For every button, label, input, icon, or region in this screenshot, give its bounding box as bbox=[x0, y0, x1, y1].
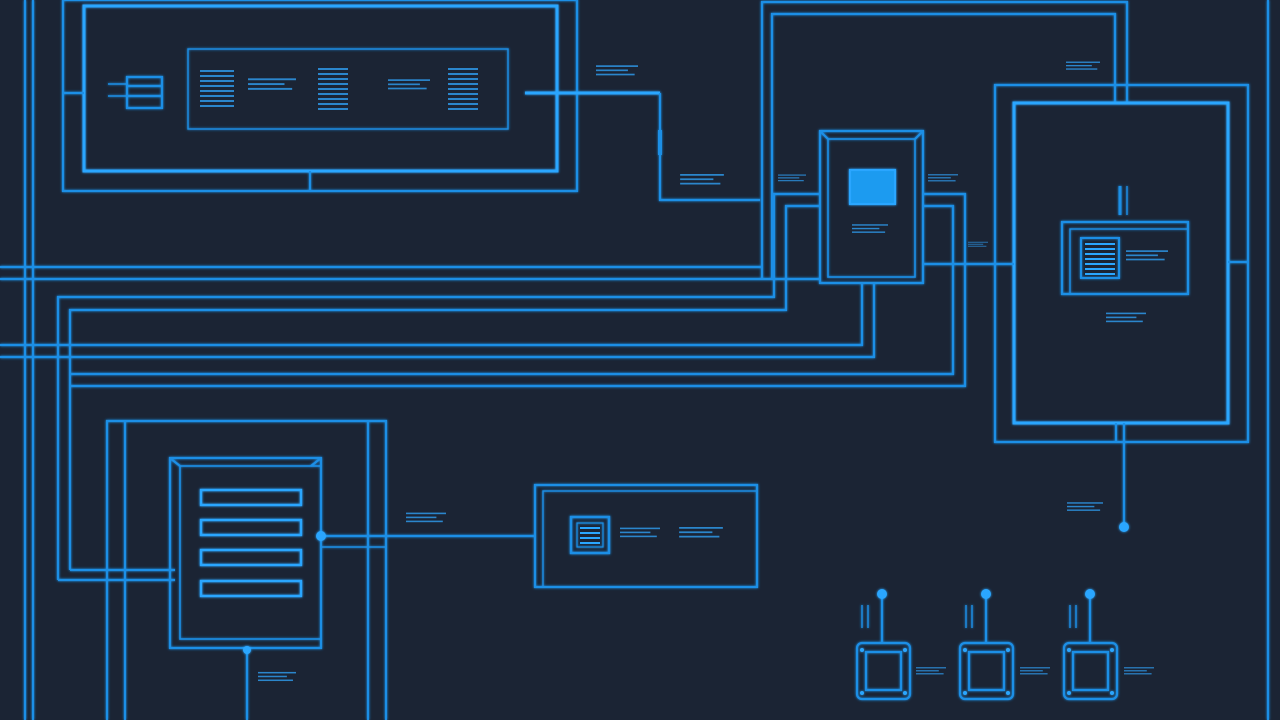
text-stub bbox=[258, 671, 296, 682]
top-left-board-small-chip bbox=[108, 75, 164, 110]
rack-slots bbox=[199, 488, 303, 598]
list-icon bbox=[200, 70, 234, 107]
text-stub bbox=[1066, 61, 1100, 70]
right-board bbox=[993, 83, 1250, 444]
top-left-board bbox=[61, 0, 579, 193]
list-icon bbox=[1085, 243, 1115, 275]
node-1 bbox=[855, 594, 912, 701]
node-2 bbox=[958, 594, 1015, 701]
text-stub bbox=[928, 174, 958, 182]
text-stub bbox=[620, 527, 660, 538]
text-stub bbox=[1067, 502, 1103, 511]
text-stub bbox=[916, 667, 946, 675]
text-stub bbox=[778, 174, 806, 182]
bus-lines bbox=[0, 192, 1014, 582]
text-stub bbox=[248, 78, 296, 90]
bottom-center-module bbox=[533, 483, 759, 589]
text-stub bbox=[1106, 312, 1146, 323]
list-icon bbox=[580, 527, 600, 544]
text-stub bbox=[1126, 250, 1168, 261]
text-stub bbox=[968, 241, 988, 247]
node-3 bbox=[1062, 594, 1119, 701]
text-stub bbox=[679, 527, 723, 538]
junction-dots bbox=[243, 522, 1129, 695]
text-stub bbox=[388, 79, 430, 90]
text-stub bbox=[1124, 667, 1154, 675]
text-stub bbox=[852, 224, 888, 233]
text-stub bbox=[1020, 667, 1050, 675]
top-connector bbox=[525, 91, 760, 202]
text-stub bbox=[596, 65, 638, 76]
list-icon-group bbox=[200, 68, 1115, 544]
bottom-left-board bbox=[105, 419, 388, 720]
top-center-frame bbox=[760, 0, 1129, 280]
text-stub bbox=[406, 512, 446, 523]
list-icon bbox=[318, 68, 348, 110]
text-stub bbox=[680, 174, 724, 185]
right-board-module bbox=[1060, 186, 1190, 296]
central-device bbox=[818, 129, 925, 285]
list-icon bbox=[448, 68, 478, 110]
bottom-left-rack bbox=[168, 456, 323, 720]
